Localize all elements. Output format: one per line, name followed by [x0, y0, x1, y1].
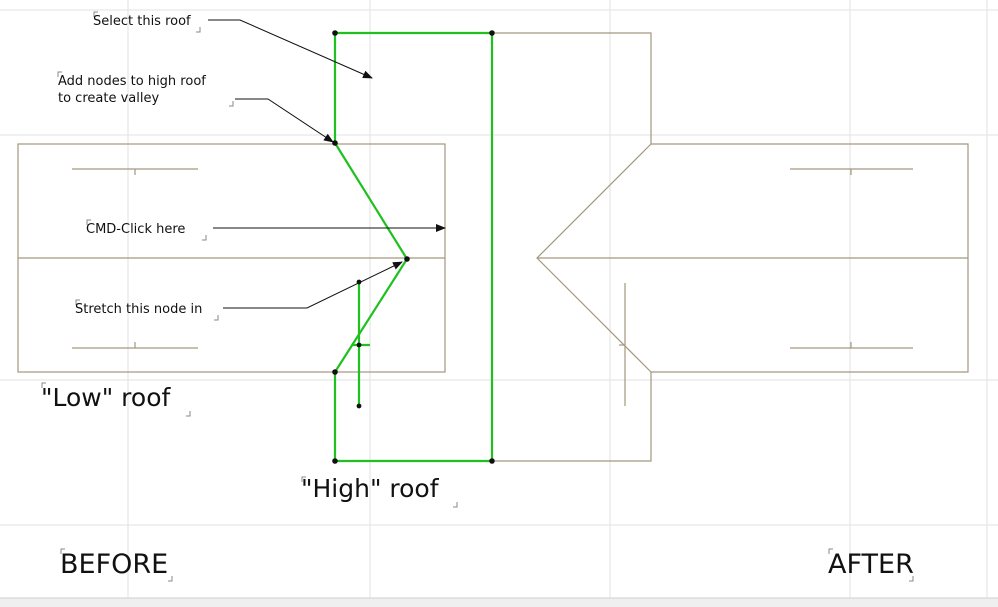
node[interactable] — [489, 458, 495, 464]
text-brackets — [41, 11, 914, 582]
node[interactable] — [489, 30, 495, 36]
bracket — [86, 219, 91, 225]
high-roof-before[interactable] — [333, 31, 494, 463]
bracket — [301, 476, 306, 482]
bracket — [453, 502, 458, 508]
annotation-select-roof: Select this roof — [93, 14, 191, 29]
roof-nodes[interactable] — [332, 30, 495, 464]
leader-select-roof — [208, 19, 373, 79]
node[interactable] — [332, 140, 338, 146]
bracket — [909, 576, 914, 582]
bracket — [57, 71, 62, 77]
bracket — [196, 27, 201, 33]
bracket — [214, 315, 219, 321]
bracket — [75, 299, 80, 305]
annotation-add-nodes-line2: to create valley — [58, 91, 159, 106]
bottom-strip — [0, 598, 998, 607]
node[interactable] — [332, 458, 338, 464]
node[interactable] — [356, 403, 362, 409]
low-roof-before[interactable] — [17, 143, 446, 373]
leader-add-nodes — [235, 98, 334, 143]
bracket — [93, 11, 98, 17]
node[interactable] — [356, 342, 362, 348]
bracket — [186, 411, 191, 417]
bracket — [828, 548, 833, 554]
node[interactable] — [332, 369, 338, 375]
label-high-roof: "High" roof — [301, 474, 440, 503]
leader-lines — [208, 19, 446, 309]
annotation-cmd-click: CMD-Click here — [86, 222, 185, 237]
merged-roof-outline[interactable] — [495, 32, 969, 462]
label-before: BEFORE — [60, 549, 168, 580]
bracket — [60, 548, 65, 554]
annotation-add-nodes-line1: Add nodes to high roof — [58, 74, 206, 89]
leader-stretch-node — [223, 261, 403, 309]
bracket — [229, 101, 234, 107]
bracket — [41, 382, 46, 388]
node[interactable] — [332, 30, 338, 36]
label-after: AFTER — [828, 549, 914, 580]
merged-roof-after[interactable] — [495, 32, 969, 462]
bracket — [168, 576, 173, 582]
label-low-roof: "Low" roof — [41, 383, 171, 412]
high-roof-outline[interactable] — [333, 31, 494, 463]
annotation-stretch-node: Stretch this node in — [75, 302, 202, 317]
node[interactable] — [404, 256, 410, 262]
bracket — [202, 235, 207, 241]
